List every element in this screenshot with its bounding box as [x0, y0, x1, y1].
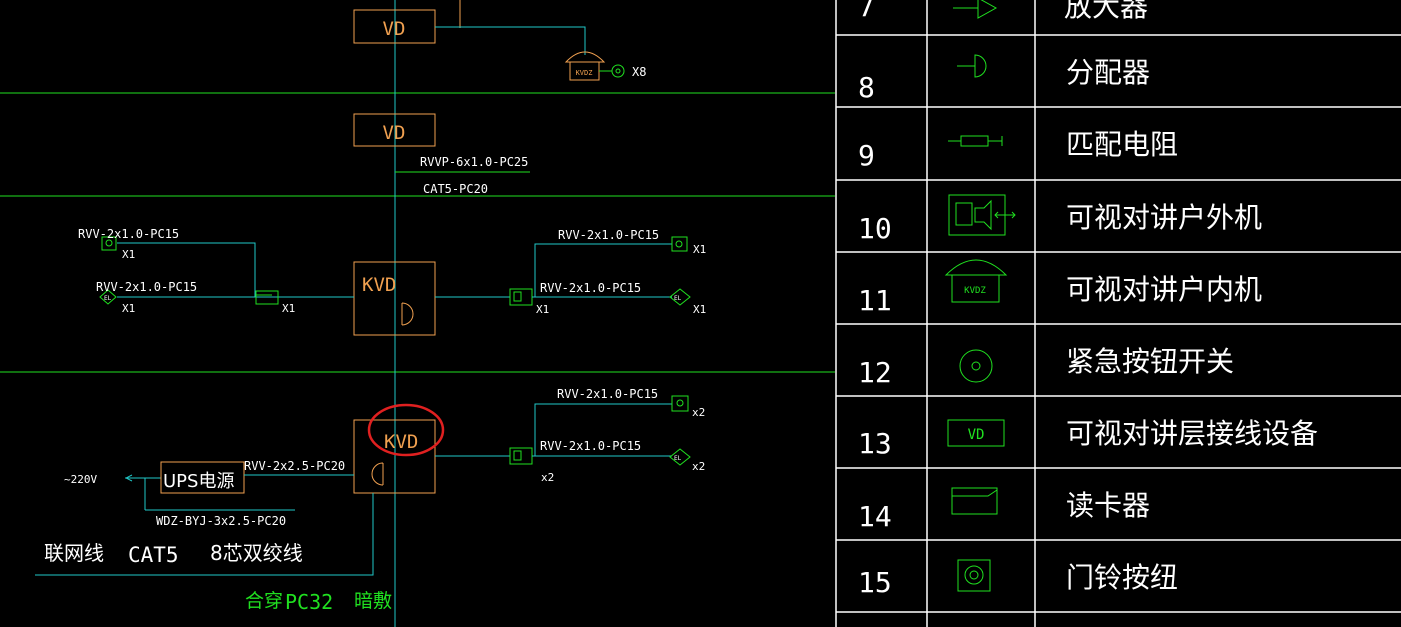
highlight-circle	[367, 403, 445, 457]
bell-icon	[371, 462, 384, 486]
v220-label: ~220V	[64, 473, 97, 486]
vd-box-middle: VD	[353, 113, 436, 147]
legend-row-11: 11 KVDZ 可视对讲户内机	[858, 259, 1262, 317]
svg-text:可视对讲户内机: 可视对讲户内机	[1066, 273, 1262, 306]
svg-text:x2: x2	[541, 471, 554, 484]
svg-text:13: 13	[858, 427, 892, 460]
svg-text:可视对讲层接线设备: 可视对讲层接线设备	[1066, 417, 1318, 450]
vd-to-indoor-wire	[435, 26, 586, 55]
ups-box: UPS电源	[160, 461, 245, 494]
svg-text:暗敷: 暗敷	[354, 590, 392, 612]
splitter-icon	[957, 54, 987, 78]
svg-text:匹配电阻: 匹配电阻	[1066, 128, 1178, 161]
system-diagram: VD KVDZ X8 VD RVVP-6x1.0-PC25 CAT5-PC20 …	[0, 0, 835, 627]
indoor-unit-symbol-top: KVDZ X8	[564, 51, 646, 81]
emergency-button-icon	[611, 64, 625, 78]
emergency-button-icon	[959, 349, 993, 383]
svg-text:合穿: 合穿	[245, 590, 283, 612]
outdoor-unit-icon	[948, 194, 1016, 236]
svg-text:可视对讲户外机: 可视对讲户外机	[1066, 201, 1262, 234]
svg-text:X1: X1	[536, 303, 549, 316]
svg-text:X1: X1	[122, 302, 135, 315]
el-symbol-right-upper: EL	[669, 288, 691, 306]
svg-text:PC32: PC32	[285, 590, 333, 614]
svg-text:12: 12	[858, 356, 892, 389]
el-symbol-left: EL	[99, 289, 117, 305]
svg-text:x2: x2	[692, 460, 705, 473]
svg-text:X1: X1	[693, 243, 706, 256]
svg-text:KVD: KVD	[384, 431, 418, 453]
svg-text:RVV-2x2.5-PC20: RVV-2x2.5-PC20	[244, 459, 345, 473]
svg-text:X1: X1	[122, 248, 135, 261]
legend-row-10: 10 可视对讲户外机	[858, 194, 1262, 245]
svg-text:KVD: KVD	[362, 274, 396, 296]
left-wire-upper	[117, 242, 354, 298]
svg-text:EL: EL	[104, 295, 112, 302]
vd-device-icon: VD	[947, 419, 1005, 447]
svg-text:10: 10	[858, 212, 892, 245]
doorbell-button-left	[101, 236, 117, 251]
svg-text:门铃按纽: 门铃按纽	[1066, 561, 1178, 594]
kvd-box-upper: KVD	[353, 261, 436, 336]
svg-text:9: 9	[858, 139, 875, 172]
doorbell-button-right-upper	[671, 236, 688, 252]
svg-text:x2: x2	[692, 406, 705, 419]
svg-text:EL: EL	[674, 455, 682, 462]
indoor-unit-icon: KVDZ	[944, 259, 1008, 303]
ups-label: UPS电源	[163, 471, 234, 492]
svg-text:EL: EL	[674, 295, 682, 302]
svg-text:15: 15	[858, 566, 892, 599]
legend-row-8: 8 分配器	[858, 54, 1150, 104]
svg-text:11: 11	[858, 284, 892, 317]
legend-row-15: 15 门铃按纽	[858, 559, 1178, 599]
vd-label: VD	[383, 18, 406, 40]
svg-text:KVDZ: KVDZ	[576, 69, 593, 77]
cat5-cable-label: CAT5-PC20	[423, 182, 488, 196]
doorbell-button-right-lower	[671, 395, 689, 412]
svg-text:RVV-2x1.0-PC15: RVV-2x1.0-PC15	[96, 280, 197, 294]
svg-text:VD: VD	[383, 122, 406, 144]
svg-text:X1: X1	[693, 303, 706, 316]
svg-text:读卡器: 读卡器	[1066, 489, 1150, 522]
bell-icon	[401, 302, 414, 326]
svg-text:RVV-2x1.0-PC15: RVV-2x1.0-PC15	[78, 227, 179, 241]
card-reader-icon	[951, 487, 998, 515]
svg-text:RVV-2x1.0-PC15: RVV-2x1.0-PC15	[540, 439, 641, 453]
svg-text:8芯双绞线: 8芯双绞线	[210, 541, 303, 565]
svg-text:RVV-2x1.0-PC15: RVV-2x1.0-PC15	[558, 228, 659, 242]
svg-text:放大器: 放大器	[1064, 0, 1148, 23]
card-reader-left	[255, 290, 279, 305]
amplifier-icon	[953, 0, 998, 19]
svg-text:联网线: 联网线	[44, 541, 104, 565]
network-wire	[35, 493, 374, 576]
legend-row-12: 12 紧急按钮开关	[858, 345, 1234, 389]
kvd-box-lower: KVD	[353, 403, 445, 494]
outdoor-unit-lower	[509, 447, 533, 465]
svg-text:X1: X1	[282, 302, 295, 315]
svg-text:紧急按钮开关: 紧急按钮开关	[1066, 345, 1234, 378]
resistor-icon	[948, 135, 1003, 147]
arrow-icon	[124, 474, 133, 482]
svg-text:RVV-2x1.0-PC15: RVV-2x1.0-PC15	[540, 281, 641, 295]
svg-text:KVDZ: KVDZ	[964, 286, 986, 296]
outdoor-unit-upper	[509, 288, 533, 306]
legend-row-7: 7 放大器	[858, 0, 1148, 23]
legend-row-13: 13 VD 可视对讲层接线设备	[858, 417, 1318, 460]
rvvp-cable-label: RVVP-6x1.0-PC25	[420, 155, 528, 169]
legend-row-14: 14 读卡器	[858, 487, 1150, 533]
svg-text:分配器: 分配器	[1066, 56, 1150, 89]
svg-text:7: 7	[858, 0, 875, 23]
svg-text:8: 8	[858, 71, 875, 104]
svg-text:VD: VD	[968, 427, 985, 443]
wdz-cable-label: WDZ-BYJ-3x2.5-PC20	[156, 514, 286, 528]
legend-table: 7 放大器 8 分配器 9 匹配电阻 10	[835, 0, 1401, 627]
doorbell-button-icon	[957, 559, 991, 592]
svg-text:CAT5: CAT5	[128, 543, 179, 567]
svg-text:RVV-2x1.0-PC15: RVV-2x1.0-PC15	[557, 387, 658, 401]
legend-row-9: 9 匹配电阻	[858, 128, 1178, 172]
el-symbol-right-lower: EL	[669, 448, 691, 466]
x8-label: X8	[632, 65, 646, 79]
svg-text:14: 14	[858, 500, 892, 533]
